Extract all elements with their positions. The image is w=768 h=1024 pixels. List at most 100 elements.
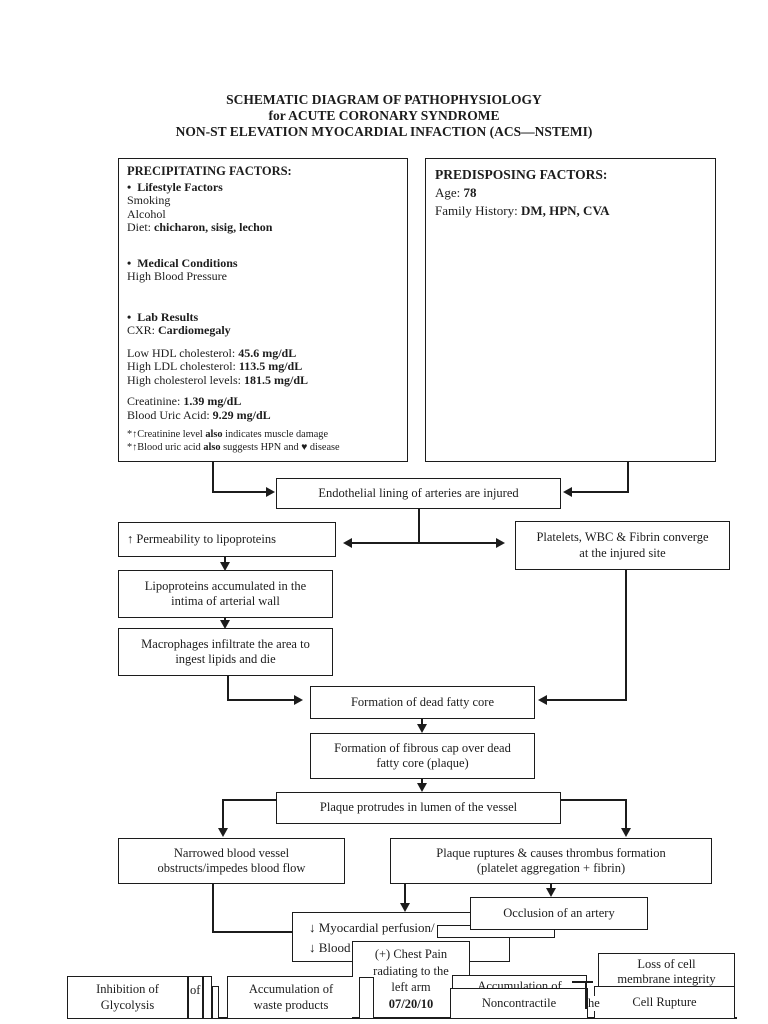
- connector-line: [67, 1017, 737, 1019]
- occlusion-label: Occlusion of an artery: [503, 905, 615, 920]
- lab-creatinine: Creatinine: 1.39 mg/dL: [127, 394, 242, 408]
- endothelial-label: Endothelial lining of arteries are injur…: [318, 485, 519, 500]
- predisposing-age: Age: 78: [435, 185, 477, 200]
- box-lipoproteins-accumulate: Lipoproteins accumulated in the intima o…: [118, 570, 333, 618]
- chest-pain-date: 07/20/10: [388, 996, 434, 1011]
- connector-line: [212, 931, 293, 933]
- plaque-ruptures-label-line2: (platelet aggregation + fibrin): [476, 861, 626, 875]
- narrowed-label-line2: obstructs/impedes blood flow: [157, 861, 306, 875]
- lipoproteins-label-line1: Lipoproteins accumulated in the: [144, 578, 307, 593]
- connector-line: [625, 799, 627, 830]
- connector-line: [418, 509, 420, 544]
- connector-line: [571, 491, 629, 493]
- connector-line: [572, 981, 593, 983]
- connector-line: [227, 699, 297, 701]
- lab-cxr: CXR: Cardiomegaly: [127, 323, 231, 337]
- connector-line: [585, 981, 587, 1009]
- loss-membrane-label-line1: Loss of cell: [637, 957, 696, 971]
- connector-line: [352, 542, 497, 544]
- box-macrophages-infiltrate: Macrophages infiltrate the area to inges…: [118, 628, 333, 676]
- connector-line: [421, 719, 423, 727]
- lab-ldl: High LDL cholesterol: 113.5 mg/dL: [127, 359, 303, 373]
- narrowed-label-line1: Narrowed blood vessel: [173, 845, 290, 860]
- lifestyle-diet: Diet: chicharon, sisig, lechon: [127, 220, 273, 234]
- connector-line: [546, 699, 627, 701]
- noncontractile-label: Noncontractile: [481, 995, 557, 1010]
- chest-pain-label-line1: (+) Chest Pain: [374, 947, 448, 961]
- connector-line: [222, 799, 224, 830]
- box-dead-fatty-core: Formation of dead fatty core: [310, 686, 535, 719]
- predisposing-heading: PREDISPOSING FACTORS:: [435, 167, 608, 182]
- connector-line: [561, 799, 627, 801]
- arrowhead-down-icon: [220, 562, 230, 571]
- arrowhead-right-icon: [294, 695, 303, 705]
- arrowhead-down-icon: [218, 828, 228, 837]
- box-sliver: [359, 977, 374, 1019]
- lab-hdl: Low HDL cholesterol: 45.6 mg/dL: [127, 345, 297, 360]
- arrowhead-down-icon: [621, 828, 631, 837]
- arrowhead-down-icon: [546, 888, 556, 897]
- arrowhead-down-icon: [220, 620, 230, 629]
- connector-line: [404, 884, 406, 905]
- connector-line: [421, 779, 423, 786]
- myocardial-label-line1: ↓ Myocardial perfusion/: [309, 920, 435, 935]
- platelets-label-line2: at the injured site: [579, 545, 666, 560]
- diagram-title-line-1: SCHEMATIC DIAGRAM OF PATHOPHYSIOLOGY: [226, 92, 542, 107]
- inhibition-label-line2: Glycolysis: [100, 997, 155, 1012]
- box-permeability: ↑ Permeability to lipoproteins: [118, 522, 336, 557]
- box-predisposing-factors: PREDISPOSING FACTORS: Age: 78 Family His…: [425, 158, 716, 462]
- connector-line: [212, 884, 214, 933]
- box-inhibition-glycolysis: Inhibition of Glycolysis: [67, 976, 188, 1019]
- inhibition-label-line1: Inhibition of: [96, 982, 159, 997]
- box-narrowed-vessel: Narrowed blood vessel obstructs/impedes …: [118, 838, 345, 884]
- lifestyle-heading: • Lifestyle Factors: [127, 179, 223, 194]
- box-fragment-of: of: [188, 976, 203, 1019]
- lifestyle-smoking: Smoking: [127, 193, 171, 207]
- macrophages-label-line2: ingest lipids and die: [175, 652, 276, 666]
- diagram-title: SCHEMATIC DIAGRAM OF PATHOPHYSIOLOGY for…: [0, 92, 768, 140]
- box-fibrous-cap: Formation of fibrous cap over dead fatty…: [310, 733, 535, 779]
- connector-line: [222, 799, 276, 801]
- arrowhead-down-icon: [417, 783, 427, 792]
- lab-heading: • Lab Results: [127, 309, 199, 324]
- accumulation-label-line2: waste products: [253, 997, 329, 1012]
- lipoproteins-label-line2: intima of arterial wall: [171, 594, 280, 608]
- fragment-of-label: of: [190, 983, 201, 997]
- arrowhead-right-icon: [496, 538, 505, 548]
- connector-line: [212, 491, 269, 493]
- connector-line: [227, 676, 229, 701]
- box-sliver: [344, 977, 359, 1017]
- box-occlusion: Occlusion of an artery: [470, 897, 648, 930]
- note-uric-acid: *↑Blood uric acid also suggests HPN and …: [127, 442, 340, 453]
- connector-line: [627, 462, 629, 493]
- box-plaque-ruptures: Plaque ruptures & causes thrombus format…: [390, 838, 712, 884]
- box-endothelial-injury: Endothelial lining of arteries are injur…: [276, 478, 561, 509]
- accumulation-label-line1: Accumulation of: [248, 982, 334, 997]
- connector-line: [550, 884, 552, 891]
- chest-pain-label-line2: radiating to the: [373, 963, 449, 978]
- connector-line: [212, 462, 214, 493]
- lab-cholesterol: High cholesterol levels: 181.5 mg/dL: [127, 372, 308, 387]
- arrowhead-left-icon: [343, 538, 352, 548]
- dead-fatty-core-label: Formation of dead fatty core: [350, 694, 494, 709]
- box-precipitating-factors: PRECIPITATING FACTORS: • Lifestyle Facto…: [118, 158, 408, 462]
- arrowhead-down-icon: [417, 724, 427, 733]
- permeability-label: ↑ Permeability to lipoproteins: [127, 531, 276, 546]
- diagram-title-line-2: for ACUTE CORONARY SYNDROME: [268, 108, 500, 123]
- fibrous-cap-label-line1: Formation of fibrous cap over dead: [334, 740, 511, 755]
- macrophages-label-line1: Macrophages infiltrate the area to: [141, 636, 310, 651]
- lifestyle-alcohol: Alcohol: [127, 206, 166, 221]
- box-platelets-converge: Platelets, WBC & Fibrin converge at the …: [515, 521, 730, 570]
- box-plaque-protrudes: Plaque protrudes in lumen of the vessel: [276, 792, 561, 824]
- medical-high-bp: High Blood Pressure: [127, 269, 227, 283]
- lab-uric-acid: Blood Uric Acid: 9.29 mg/dL: [127, 407, 271, 422]
- cell-rupture-label: Cell Rupture: [632, 994, 697, 1009]
- predisposing-family-history: Family History: DM, HPN, CVA: [435, 203, 610, 218]
- box-sliver: [203, 976, 212, 1019]
- arrowhead-left-icon: [563, 487, 572, 497]
- connector-line: [625, 570, 627, 701]
- connector-line: [224, 557, 226, 565]
- box-accumulation-waste: Accumulation of waste products: [227, 976, 355, 1019]
- plaque-ruptures-label-line1: Plaque ruptures & causes thrombus format…: [436, 845, 666, 860]
